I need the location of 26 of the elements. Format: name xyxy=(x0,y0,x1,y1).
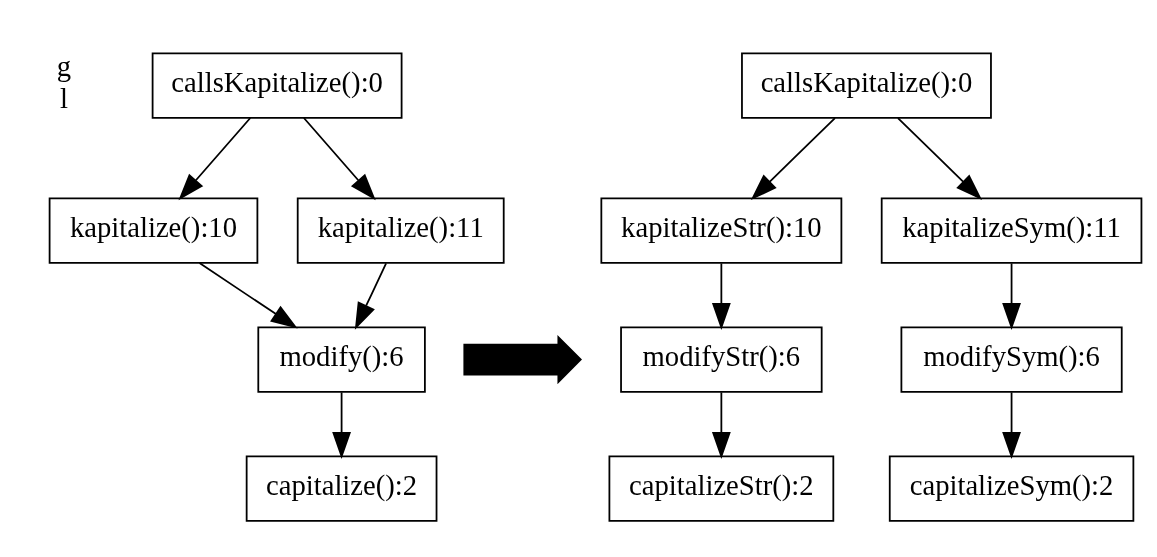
node-arrow xyxy=(463,334,582,384)
arrow xyxy=(750,116,836,200)
node-box: kapitalize():11 xyxy=(296,197,505,264)
node-box: modifyStr():6 xyxy=(620,325,823,393)
node-box: modifySym():6 xyxy=(900,325,1123,393)
arrow xyxy=(1002,391,1021,459)
node-box: capitalizeStr():2 xyxy=(608,454,835,522)
arrow xyxy=(178,116,252,200)
arrow xyxy=(303,116,376,200)
arrow xyxy=(332,391,351,459)
arrow xyxy=(1002,262,1021,330)
arrow xyxy=(711,262,731,330)
node-box: callsKapitalize():0 xyxy=(151,51,403,119)
label: l xyxy=(59,81,68,114)
arrow xyxy=(354,262,387,330)
node-box: capitalize():2 xyxy=(245,454,438,522)
node-box: kapitalize():10 xyxy=(48,197,259,264)
node-box: kapitalizeSym():11 xyxy=(880,197,1143,264)
arrow xyxy=(711,391,731,459)
arrow xyxy=(897,116,983,200)
label: g xyxy=(56,49,72,82)
node-box: kapitalizeStr():10 xyxy=(600,197,843,264)
node-box: capitalizeSym():2 xyxy=(888,454,1135,522)
node-box: callsKapitalize():0 xyxy=(741,51,992,119)
arrow xyxy=(198,261,298,329)
node-box: modify():6 xyxy=(257,325,426,393)
